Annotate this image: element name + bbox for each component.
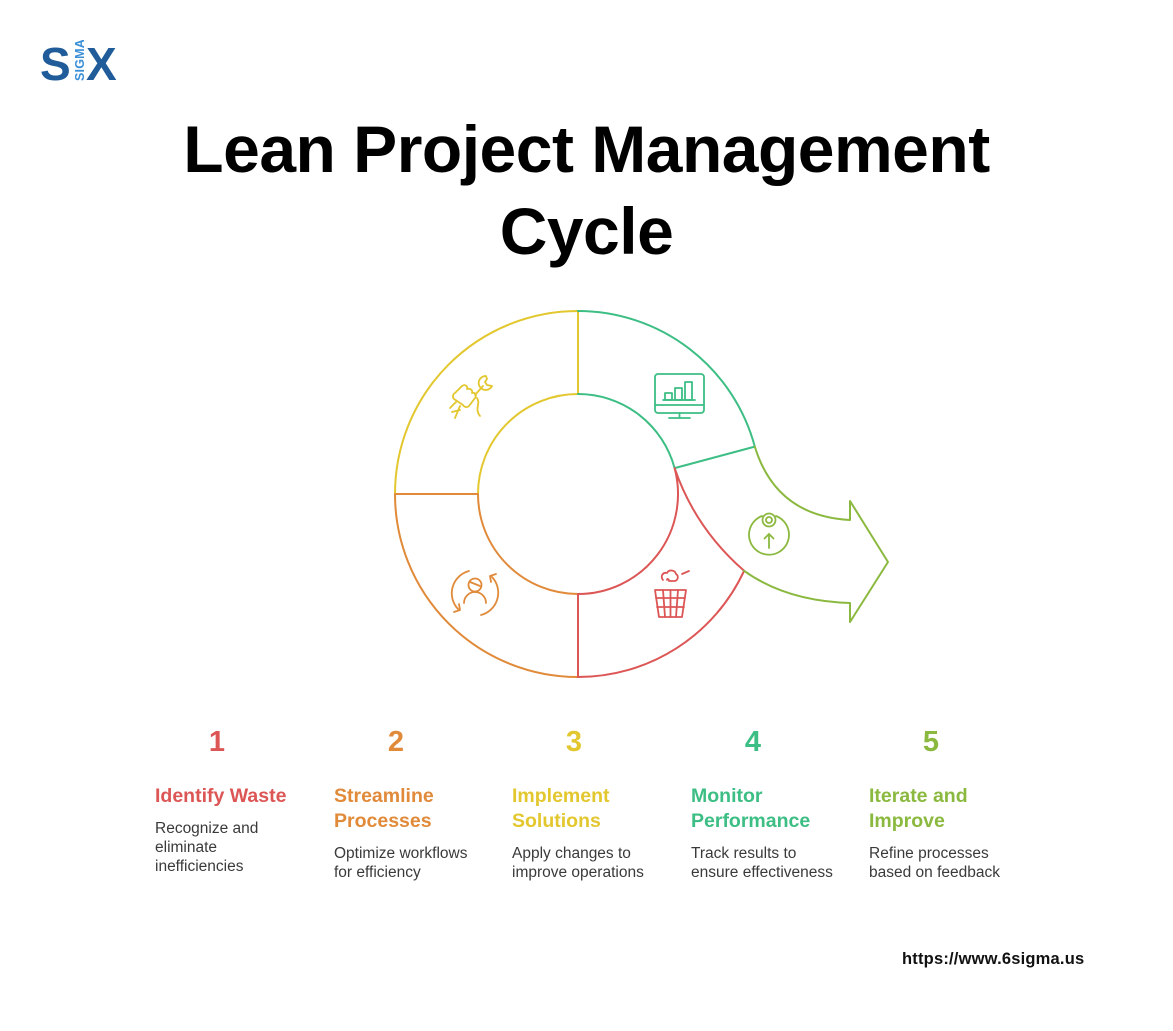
step-description: Apply changes to improve operations <box>512 844 682 882</box>
step-number: 5 <box>922 726 940 758</box>
step-title-line: Monitor <box>691 785 763 807</box>
step-desc-line: Apply changes to <box>512 845 631 862</box>
step-desc-line: for efficiency <box>334 864 421 881</box>
step-desc-line: improve operations <box>512 864 644 881</box>
step-title: Identify Waste <box>155 784 325 809</box>
step-number: 1 <box>208 726 226 758</box>
cycle-segment-iterate-improve-arrow[interactable] <box>743 445 889 623</box>
logo-letter-s: S <box>40 40 71 82</box>
step-desc-line: eliminate <box>155 839 218 856</box>
step-title-line: Processes <box>334 810 432 832</box>
steps-legend: 1 Identify Waste Recognize and eliminate… <box>0 722 1173 902</box>
step-1-identify-waste: 1 Identify Waste Recognize and eliminate… <box>155 722 325 876</box>
title-line-2: Cycle <box>499 194 674 268</box>
step-title-line: Solutions <box>512 810 601 832</box>
step-desc-line: based on feedback <box>869 864 1000 881</box>
step-title: Streamline Processes <box>334 784 504 834</box>
cycle-segment-streamline-processes[interactable] <box>394 493 579 678</box>
step-title: Monitor Performance <box>691 784 861 834</box>
step-number: 2 <box>387 726 405 758</box>
step-title: Implement Solutions <box>512 784 682 834</box>
step-5-iterate-improve: 5 Iterate and Improve Refine processes b… <box>869 722 1039 882</box>
step-title-line: Implement <box>512 785 610 807</box>
step-desc-line: Optimize workflows <box>334 845 468 862</box>
step-3-implement-solutions: 3 Implement Solutions Apply changes to i… <box>512 722 682 882</box>
monitor-chart-icon <box>654 373 705 419</box>
step-desc-line: Track results to <box>691 845 797 862</box>
person-cycle-icon <box>450 570 500 616</box>
cycle-segment-implement-solutions[interactable] <box>394 310 579 495</box>
step-title-line: Streamline <box>334 785 434 807</box>
hand-wrench-icon <box>449 375 493 419</box>
wastebasket-icon <box>654 569 690 618</box>
step-number: 3 <box>565 726 583 758</box>
step-title-line: Performance <box>691 810 811 832</box>
title-line-1: Lean Project Management <box>183 112 990 186</box>
step-description: Refine processes based on feedback <box>869 844 1039 882</box>
cycle-segment-monitor-performance[interactable] <box>577 310 756 470</box>
website-url-link[interactable]: https://www.6sigma.us <box>902 950 1085 968</box>
step-number: 4 <box>744 726 762 758</box>
six-sigma-logo: S SIGMA X <box>40 38 122 90</box>
page-title: Lean Project Management Cycle <box>0 108 1173 272</box>
step-title-line: Improve <box>869 810 945 832</box>
step-title-line: Identify Waste <box>155 785 287 807</box>
step-2-streamline-processes: 2 Streamline Processes Optimize workflow… <box>334 722 504 882</box>
step-description: Track results to ensure effectiveness <box>691 844 861 882</box>
step-description: Recognize and eliminate inefficiencies <box>155 819 325 876</box>
step-description: Optimize workflows for efficiency <box>334 844 504 882</box>
step-desc-line: Refine processes <box>869 845 989 862</box>
step-title-line: Iterate and <box>869 785 968 807</box>
step-desc-line: ensure effectiveness <box>691 864 833 881</box>
cycle-segment-identify-waste[interactable] <box>577 467 746 678</box>
step-4-monitor-performance: 4 Monitor Performance Track results to e… <box>691 722 861 882</box>
step-desc-line: Recognize and <box>155 820 259 837</box>
target-up-icon <box>748 512 790 556</box>
logo-letter-x: X <box>86 40 117 82</box>
step-desc-line: inefficiencies <box>155 858 244 875</box>
step-title: Iterate and Improve <box>869 784 1039 834</box>
logo-sigma-vertical: SIGMA <box>73 40 87 81</box>
